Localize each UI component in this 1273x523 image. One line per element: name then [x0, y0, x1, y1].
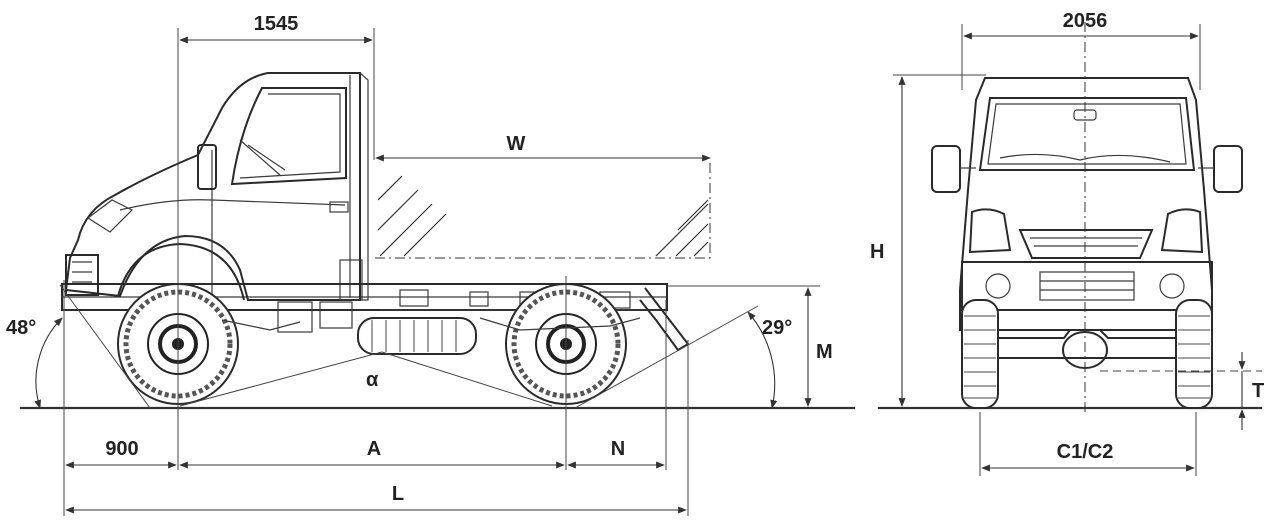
- ramp-angle-marker: α: [179, 351, 553, 407]
- body-length-dimension: W: [375, 133, 711, 162]
- frame-height-dimension: M: [804, 287, 833, 407]
- overhang-wheelbase-dimension: 900 A N: [65, 438, 665, 469]
- ground-clearance-dimension: T: [1238, 352, 1264, 430]
- frame-height-value: M: [816, 341, 833, 363]
- front-cab: [931, 77, 1243, 331]
- rear-overhang-value: N: [611, 438, 625, 460]
- body-length-value: W: [507, 133, 526, 155]
- cargo-body-outline: [375, 160, 711, 259]
- track-width-dimension: C1/C2: [981, 441, 1195, 472]
- front-view-left-tire: [961, 299, 999, 409]
- departure-angle-label: 29°: [762, 317, 792, 339]
- overall-width-dimension: 2056: [963, 10, 1199, 40]
- cab-length-value: 1545: [254, 13, 299, 35]
- overall-width-value: 2056: [1063, 10, 1108, 32]
- front-view: 2056 H T C1/C2: [870, 10, 1264, 476]
- cab-length-dimension: 1545: [179, 13, 373, 44]
- spare-wheel: [357, 317, 477, 355]
- front-axle: [995, 329, 1179, 369]
- front-view-right-tire: [1175, 299, 1213, 409]
- approach-angle-label: 48°: [6, 317, 36, 339]
- front-overhang-value: 900: [105, 438, 138, 460]
- side-view: 48° 29° α 1545 W: [6, 13, 855, 516]
- wheelbase-value: A: [367, 438, 381, 460]
- track-width-value: C1/C2: [1057, 441, 1114, 463]
- overall-length-value: L: [392, 483, 404, 505]
- overall-height-value: H: [870, 241, 884, 263]
- cab: [64, 72, 369, 333]
- approach-angle-marker: 48°: [6, 284, 151, 409]
- ground-clearance-value: T: [1252, 380, 1264, 402]
- ramp-angle-label: α: [366, 369, 379, 391]
- overall-height-dimension: H: [870, 76, 906, 407]
- overall-length-dimension: L: [65, 483, 687, 514]
